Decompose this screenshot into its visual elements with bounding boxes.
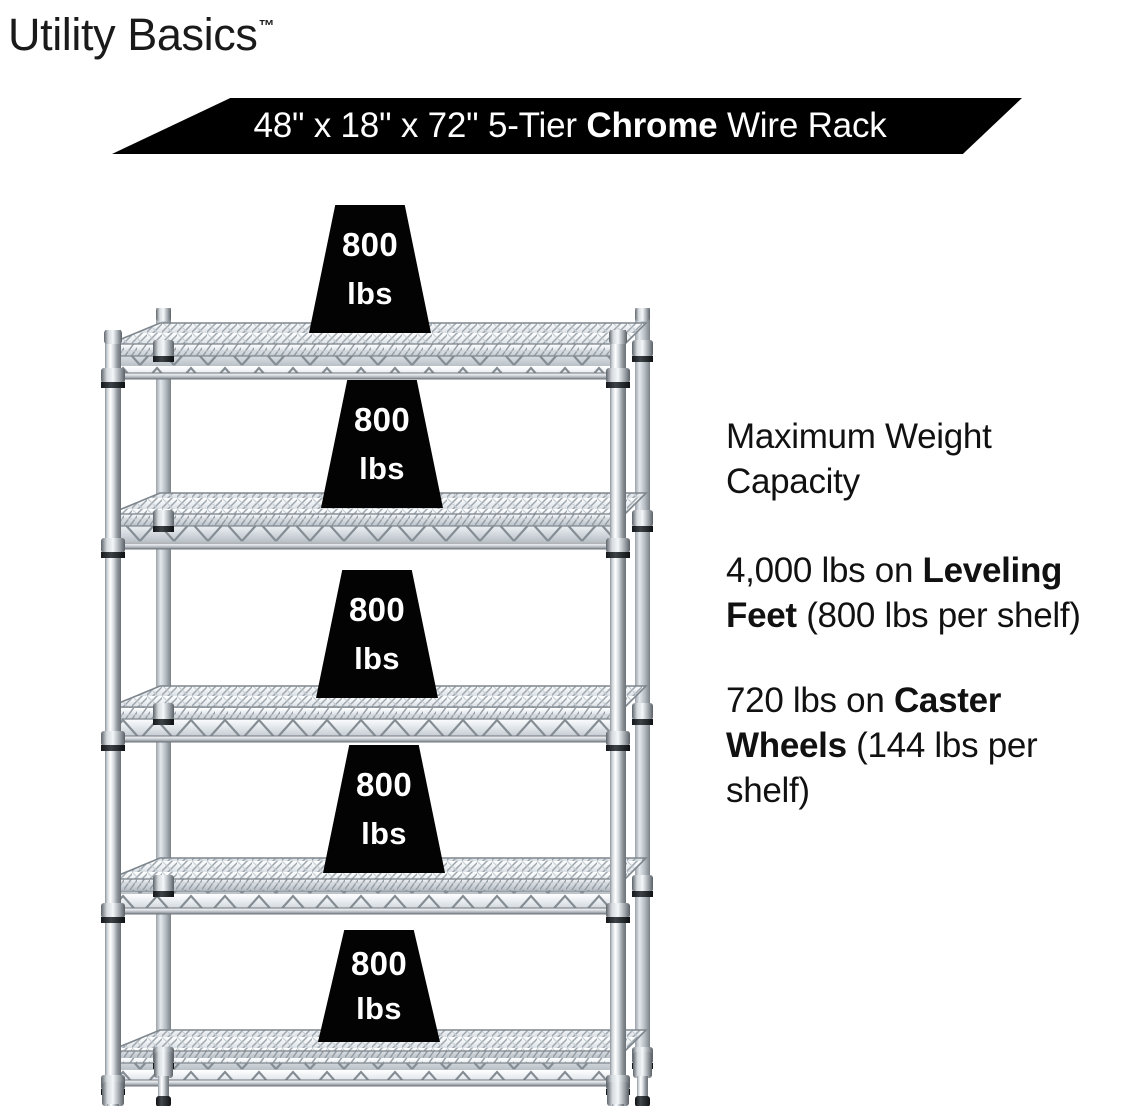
- callout-unit: lbs: [347, 276, 393, 311]
- wire-rack-illustration: [72, 190, 672, 1106]
- callout-value: 800: [351, 945, 407, 982]
- caster-wheels-capacity: 720 lbs on Caster Wheels (144 lbs per sh…: [726, 678, 1102, 813]
- callout-value: 800: [349, 591, 405, 628]
- caster-label: Caster Wheels: [726, 681, 1002, 765]
- leveling-label: Leveling Feet: [726, 551, 1063, 635]
- banner-product: Wire Rack: [726, 106, 887, 145]
- callout-unit: lbs: [356, 991, 402, 1026]
- trademark-symbol: ™: [258, 18, 275, 35]
- callout-value: 800: [354, 401, 410, 438]
- callout-unit: lbs: [361, 816, 407, 851]
- leveling-total: 4,000 lbs on: [726, 551, 923, 590]
- leveling-feet-capacity: 4,000 lbs on Leveling Feet (800 lbs per …: [726, 548, 1102, 638]
- banner-dimensions: 48" x 18" x 72": [253, 106, 479, 145]
- leveling-feet: [102, 1052, 652, 1106]
- banner-material: Chrome: [586, 106, 718, 145]
- brand-name: Utility Basics: [8, 9, 258, 60]
- banner-tier: 5-Tier: [487, 106, 577, 145]
- caster-total: 720 lbs on: [726, 681, 894, 720]
- weight-callout-shelf-2: 800 lbs: [321, 380, 443, 508]
- callout-value: 800: [342, 226, 398, 263]
- banner-title-text: 48" x 18" x 72" 5-Tier Chrome Wire Rack: [112, 98, 1022, 154]
- weight-callout-shelf-5: 800 lbs: [318, 930, 440, 1042]
- brand-wordmark: Utility Basics™: [8, 2, 274, 60]
- caster-detail: (144 lbs per shelf): [726, 726, 1038, 810]
- callout-unit: lbs: [354, 641, 400, 676]
- capacity-heading: Maximum Weight Capacity: [726, 417, 992, 501]
- leveling-detail: (800 lbs per shelf): [796, 596, 1081, 635]
- weight-capacity-info: Maximum Weight Capacity 4,000 lbs on Lev…: [726, 414, 1102, 813]
- callout-value: 800: [356, 766, 412, 803]
- callout-unit: lbs: [359, 451, 405, 486]
- product-title-banner: 48" x 18" x 72" 5-Tier Chrome Wire Rack: [112, 98, 1022, 154]
